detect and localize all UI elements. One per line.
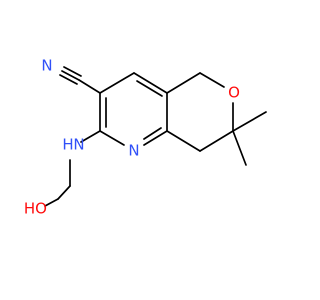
nitrile-group: N [41, 57, 101, 94]
bond-ch2-ch2 [57, 185, 71, 200]
gem-dimethyl [232, 111, 267, 166]
amine-h-label: H [62, 136, 73, 154]
bond-triple-1 [61, 70, 80, 81]
pyran-ring: O [166, 72, 240, 152]
hydroxyl-label: HO [24, 200, 47, 218]
amine-n-label: N [73, 136, 84, 154]
bond-n1-c8a-double [143, 127, 162, 140]
bond-triple-3 [59, 74, 78, 85]
structure-canvas: N N O [24, 57, 267, 218]
pyridine-ring: N [99, 72, 168, 160]
pyridine-n-label: N [128, 142, 139, 160]
bond-n1-c8a [143, 130, 168, 146]
bond-c3-cnitrile [78, 79, 101, 94]
bond-c7-methyl-a [232, 111, 267, 132]
molecule-drawing: N N O [24, 57, 267, 218]
bond-c7-c8 [199, 130, 234, 152]
bond-c3-c4 [99, 72, 135, 94]
hydroxyethylamino-group: H N HO [24, 130, 101, 218]
bond-c4-c4a [133, 72, 168, 94]
bond-c4-c4a-double [136, 80, 163, 97]
bond-c4a-c5 [166, 72, 201, 94]
bond-c5-o6 [199, 72, 225, 88]
ring-o-label: O [228, 84, 240, 102]
bond-c2-nh [80, 130, 101, 143]
bond-c8-c8a [166, 130, 201, 152]
bond-c7-methyl-b [232, 130, 247, 166]
nitrile-n-label: N [41, 57, 52, 75]
bond-ch2-oh [44, 198, 59, 207]
bond-triple-2 [63, 66, 82, 77]
bond-c2-n1 [99, 130, 125, 146]
